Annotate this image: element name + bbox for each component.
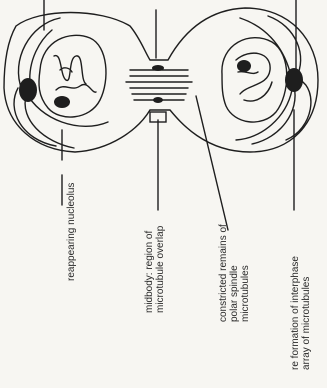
right-centrosome — [285, 68, 303, 92]
left-nucleolus — [54, 96, 70, 108]
left-centrosome — [19, 78, 37, 102]
label-text: re formation of interphase — [290, 256, 301, 370]
label-midbody: midbody: region of microtubule overlap — [144, 226, 166, 313]
label-polar-spindle: constricted remains of polar spindle mic… — [218, 224, 251, 322]
midbody-dense — [152, 65, 164, 71]
label-text: midbody: region of — [144, 226, 155, 313]
label-text: microtubules — [240, 224, 251, 322]
label-text: reappearing nucleolus — [66, 183, 77, 281]
label-text: polar spindle — [229, 224, 240, 322]
label-reappearing-nucleolus: reappearing nucleolus — [66, 183, 77, 281]
cell-membrane — [4, 8, 318, 152]
label-interphase-array: re formation of interphase array of micr… — [290, 256, 312, 370]
label-text: array of microtubules — [301, 256, 312, 370]
label-text: microtubule overlap — [155, 226, 166, 313]
label-text: constricted remains of — [218, 224, 229, 322]
right-nucleus-envelope — [222, 38, 287, 122]
left-nucleus-envelope — [39, 35, 106, 117]
right-nucleolus — [237, 60, 251, 72]
